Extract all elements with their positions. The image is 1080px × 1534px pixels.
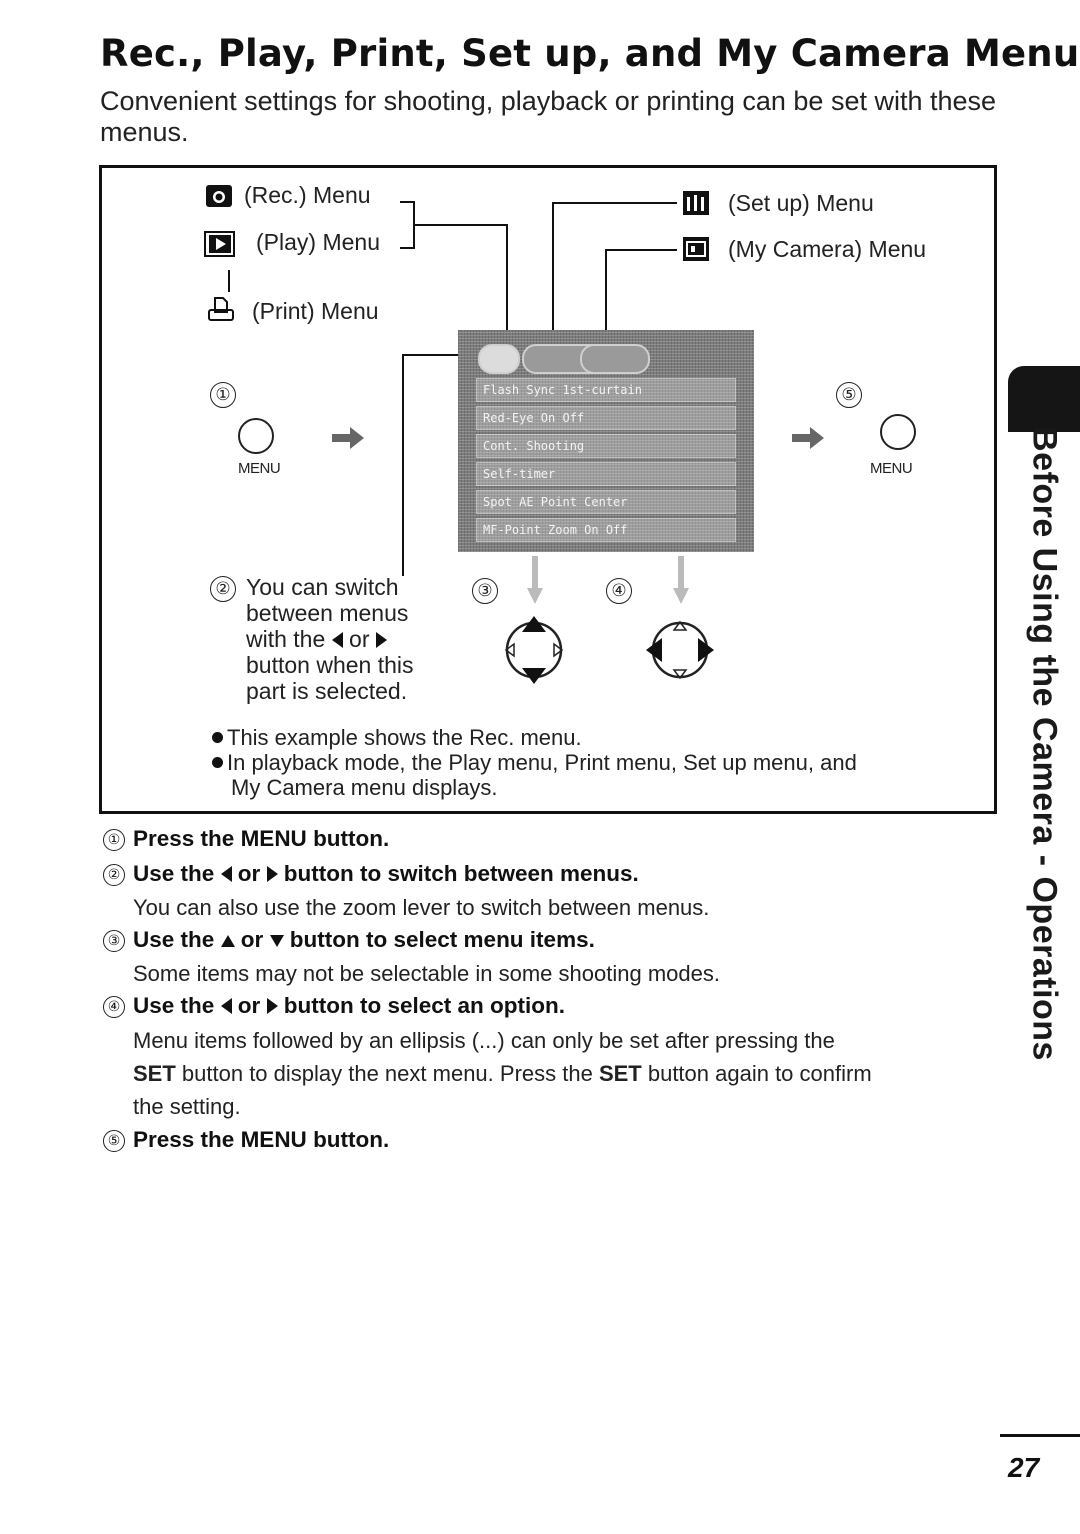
print-icon	[206, 294, 236, 324]
lcd-row: Flash Sync 1st-curtain	[476, 378, 736, 402]
lcd-tab-group-2	[580, 344, 650, 374]
print-menu-label: (Print) Menu	[252, 298, 379, 324]
right-triangle-icon	[266, 866, 278, 882]
updown-controller-icon	[498, 612, 570, 688]
mycamera-connector-h	[606, 249, 677, 251]
down-arrow-icon	[673, 556, 689, 606]
mycamera-menu-label: (My Camera) Menu	[728, 236, 927, 262]
up-triangle-icon	[220, 935, 235, 947]
setup-connector-v	[552, 202, 554, 340]
rec-menu-label: (Rec.) Menu	[244, 182, 371, 208]
left-triangle-icon	[331, 632, 343, 648]
mycamera-icon	[683, 237, 709, 261]
marker-5: ⑤	[836, 382, 862, 408]
marker-4: ④	[606, 578, 632, 604]
tab-callout-v	[402, 354, 404, 576]
menu-button-left-text: MENU	[238, 460, 281, 477]
marker-1: ①	[210, 382, 236, 408]
step-3-body: Some items may not be selectable in some…	[133, 961, 720, 986]
lcd-row: MF-Point Zoom On Off	[476, 518, 736, 542]
bullet-icon	[212, 732, 223, 743]
step-2-body: You can also use the zoom lever to switc…	[133, 895, 710, 920]
setup-icon	[683, 191, 709, 215]
rec-play-connector-h	[414, 224, 508, 226]
lcd-row: Self-timer	[476, 462, 736, 486]
page-title: Rec., Play, Print, Set up, and My Camera…	[100, 32, 1080, 75]
note-rec-example: This example shows the Rec. menu.	[212, 726, 582, 750]
setup-connector-h	[553, 202, 677, 204]
play-icon	[204, 231, 235, 257]
step-4-body: Menu items followed by an ellipsis (...)…	[133, 1028, 872, 1119]
chapter-side-label: Before Using the Camera - Operations	[1025, 427, 1064, 1061]
left-triangle-icon	[220, 998, 232, 1014]
callout-2-text: You can switch between menus with the or…	[246, 574, 414, 704]
left-triangle-icon	[220, 866, 232, 882]
arrow-right-icon	[328, 424, 368, 452]
page-number: 27	[1008, 1452, 1040, 1483]
tab-callout-h	[402, 354, 466, 356]
camera-lcd-screen: Flash Sync 1st-curtain Red-Eye On Off Co…	[458, 330, 754, 552]
setup-menu-label: (Set up) Menu	[728, 190, 874, 216]
marker-2: ②	[210, 576, 236, 602]
right-triangle-icon	[375, 632, 387, 648]
menu-button-right-icon	[880, 414, 916, 450]
play-bracket-tick	[400, 247, 414, 249]
note-playback-cont: My Camera menu displays.	[231, 775, 498, 800]
chapter-tab	[1008, 366, 1080, 432]
bullet-icon	[212, 757, 223, 768]
page-number-rule	[1000, 1434, 1080, 1437]
lcd-row: Red-Eye On Off	[476, 406, 736, 430]
lcd-tab-rec	[478, 344, 520, 374]
right-triangle-icon	[266, 998, 278, 1014]
play-menu-label: (Play) Menu	[256, 229, 380, 255]
rec-bracket-tick	[400, 201, 414, 203]
leftright-controller-icon	[642, 612, 718, 688]
menu-button-left-icon	[238, 418, 274, 454]
menu-button-right-text: MENU	[870, 460, 913, 477]
down-triangle-icon	[269, 935, 284, 947]
intro-text: Convenient settings for shooting, playba…	[100, 86, 997, 147]
menu-diagram	[99, 165, 997, 814]
down-arrow-icon	[527, 556, 543, 606]
print-connector	[228, 270, 230, 292]
note-playback: In playback mode, the Play menu, Print m…	[212, 751, 857, 775]
rec-camera-icon	[206, 185, 232, 207]
rec-play-connector-v	[506, 224, 508, 340]
mycamera-connector-v	[605, 249, 607, 340]
lcd-row: Cont. Shooting	[476, 434, 736, 458]
lcd-row: Spot AE Point Center	[476, 490, 736, 514]
arrow-right-icon	[788, 424, 828, 452]
marker-3: ③	[472, 578, 498, 604]
